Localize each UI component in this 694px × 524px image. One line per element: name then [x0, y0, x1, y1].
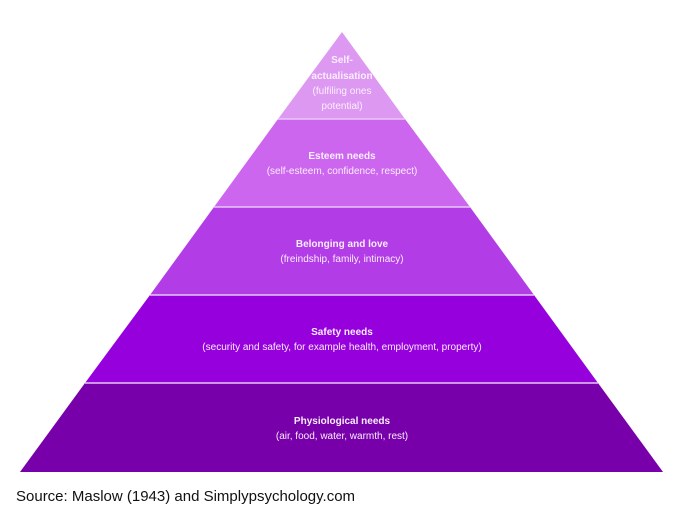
level-2-title: Esteem needs	[308, 151, 376, 162]
level-3-title: Belonging and love	[296, 239, 389, 250]
level-4-title: Safety needs	[311, 327, 373, 338]
source-caption: Source: Maslow (1943) and Simplypsycholo…	[16, 488, 356, 505]
level-2-desc: (self-esteem, confidence, respect)	[267, 166, 418, 177]
level-4-desc: (security and safety, for example health…	[202, 342, 481, 353]
level-1-desc: (fulfiling ones	[313, 86, 372, 97]
level-1-desc: potential)	[321, 101, 362, 112]
level-5-desc: (air, food, water, warmth, rest)	[276, 431, 408, 442]
level-dividers	[85, 118, 598, 384]
level-safety	[85, 295, 598, 383]
level-1-title: Self-	[331, 55, 353, 66]
level-3-desc: (freindship, family, intimacy)	[280, 254, 403, 265]
level-physiological	[20, 383, 663, 472]
level-belonging	[150, 207, 534, 295]
level-1-title: actualisation	[311, 71, 372, 82]
level-esteem	[214, 119, 470, 207]
level-self-actualisation	[278, 32, 405, 119]
level-5-title: Physiological needs	[294, 416, 391, 427]
